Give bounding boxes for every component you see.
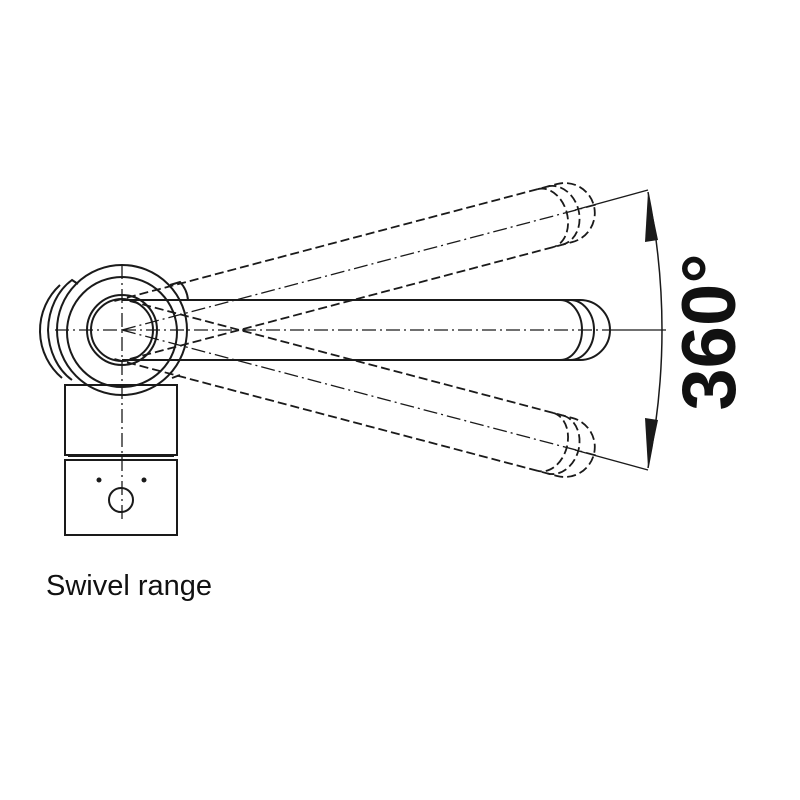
swivel-head <box>39 264 189 396</box>
faucet-base <box>64 265 178 536</box>
screw-dot <box>141 477 147 483</box>
arrow-up-icon <box>645 192 658 242</box>
angle-dimension: 360° <box>574 189 752 471</box>
mount-hole <box>108 487 134 513</box>
arrow-down-icon <box>645 418 658 468</box>
spout-center <box>121 299 613 361</box>
angle-label: 360° <box>667 253 752 410</box>
screw-dot <box>96 477 102 483</box>
caption: Swivel range <box>46 570 213 602</box>
